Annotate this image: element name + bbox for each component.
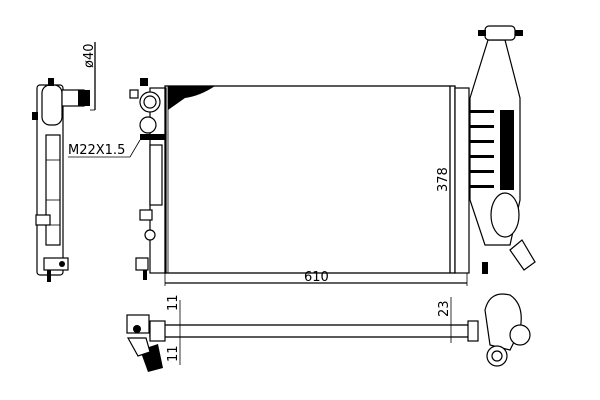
left-top-offset-label: 11 (166, 294, 181, 311)
side-view: ø40 (32, 42, 97, 282)
left-bottom-offset-label: 11 (166, 345, 181, 362)
thread-callout: M22X1.5 (68, 139, 141, 158)
hose-diameter-label: ø40 (82, 44, 97, 69)
thread-size-label: M22X1.5 (68, 143, 125, 158)
top-view: 11 11 23 (126, 293, 531, 372)
core-height-label: 378 (436, 167, 451, 192)
front-view: 610 378 (129, 25, 536, 286)
right-depth-label: 23 (437, 300, 452, 317)
tank-ribs (470, 110, 514, 190)
core-width-label: 610 (304, 270, 329, 285)
